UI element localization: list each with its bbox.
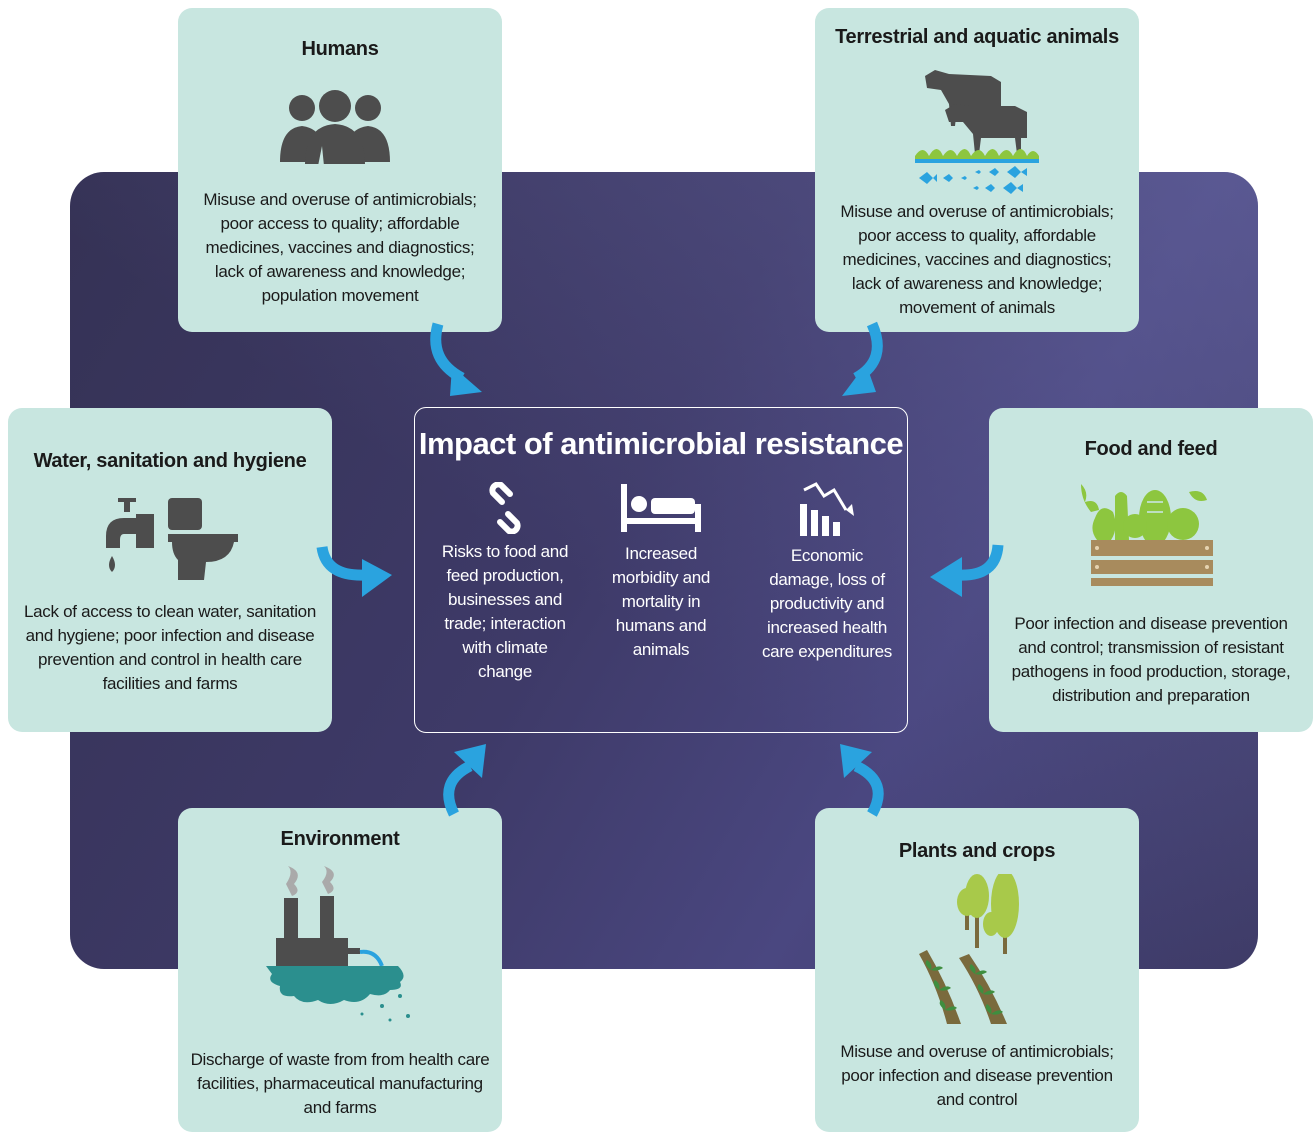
card-description: Misuse and overuse of antimicrobials; po… <box>840 202 1114 317</box>
card-humans: Humans Misuse and overuse of antimicrobi… <box>178 8 502 332</box>
trees-and-crops-icon <box>919 874 1019 1024</box>
card-title: Plants and crops <box>898 840 1056 862</box>
impact-item-morbidity: Increased morbidity and mortality in hum… <box>595 482 727 662</box>
card-description: Lack of access to clean water, sanitatio… <box>24 602 316 693</box>
card-description: Poor infection and disease prevention an… <box>1011 614 1291 705</box>
factory-discharge-icon <box>266 866 410 1022</box>
card-title: Terrestrial and aquatic animals <box>835 26 1119 48</box>
card-description: Misuse and overuse of antimicrobials; po… <box>203 190 477 305</box>
tap-and-toilet-icon <box>106 498 238 580</box>
card-title: Water, sanitation and hygiene <box>33 450 307 472</box>
arrow-food-to-center <box>930 544 1004 597</box>
card-water-sanitation: Water, sanitation and hygiene Lack of ac… <box>8 408 332 732</box>
cows-and-fish-icon <box>915 70 1039 194</box>
impact-item-text: Increased morbidity and mortality in hum… <box>611 544 711 659</box>
impact-item-economic: Economic damage, loss of productivity an… <box>757 482 897 664</box>
impact-item-food-trade: Risks to food and feed production, busin… <box>435 482 575 684</box>
impact-box: Impact of antimicrobial resistance Risks… <box>414 407 908 733</box>
declining-chart-icon <box>800 482 854 536</box>
impact-item-text: Economic damage, loss of productivity an… <box>761 546 893 661</box>
card-title: Humans <box>301 38 379 60</box>
card-description: Misuse and overuse of antimicrobials; po… <box>840 1042 1114 1109</box>
card-animals: Terrestrial and aquatic animals Misuse a… <box>815 8 1139 332</box>
card-environment: Environment Discharge of waste from from… <box>178 808 502 1132</box>
impact-item-text: Risks to food and feed production, busin… <box>441 542 569 681</box>
arrow-water-to-center <box>316 545 392 597</box>
card-title: Environment <box>280 828 400 850</box>
vegetable-crate-icon <box>1081 484 1213 586</box>
card-title: Food and feed <box>1084 438 1218 460</box>
arrow-environment-to-center <box>443 744 486 817</box>
impact-title: Impact of antimicrobial resistance <box>418 426 904 461</box>
card-description: Discharge of waste from from health care… <box>190 1050 490 1117</box>
card-food-feed: Food and feed Poor infection and disease… <box>989 408 1313 732</box>
people-group-icon <box>280 90 390 166</box>
card-plants-crops: Plants and crops Misuse and overuse of a… <box>815 808 1139 1132</box>
hospital-bed-icon <box>621 484 701 532</box>
arrow-humans-to-center <box>430 322 482 396</box>
arrow-animals-to-center <box>842 321 883 396</box>
arrow-plants-to-center <box>840 744 884 817</box>
broken-link-icon <box>489 482 521 534</box>
